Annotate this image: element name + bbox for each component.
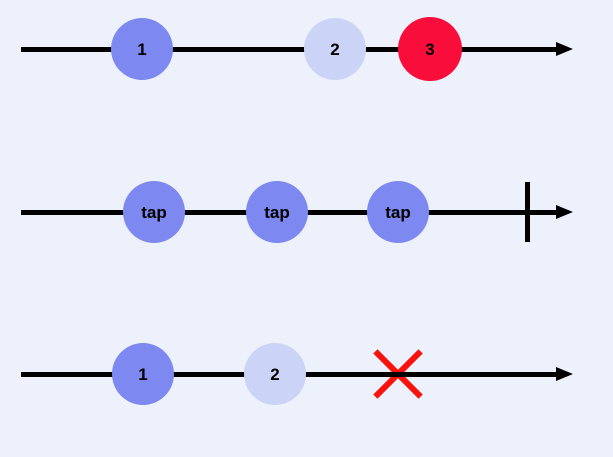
marble-event: 3 xyxy=(398,17,462,81)
marble-label: tap xyxy=(385,202,411,222)
arrowhead-icon xyxy=(556,367,573,381)
marble-label: 1 xyxy=(137,39,147,59)
marble-label: 1 xyxy=(138,364,148,384)
marble-label: tap xyxy=(264,202,290,222)
marble-label: 2 xyxy=(330,39,340,59)
marble-event: 2 xyxy=(304,18,366,80)
marble-event: 1 xyxy=(111,18,173,80)
marble-label: 3 xyxy=(425,39,435,59)
marble-label: 2 xyxy=(270,364,280,384)
marble-event: 1 xyxy=(112,343,174,405)
marble-event: tap xyxy=(367,181,429,243)
arrowhead-icon xyxy=(556,42,573,56)
timeline-axis xyxy=(21,47,560,52)
marble-event: tap xyxy=(246,181,308,243)
marble-label: tap xyxy=(141,202,167,222)
marble-event: tap xyxy=(123,181,185,243)
arrowhead-icon xyxy=(556,205,573,219)
marble-event: 2 xyxy=(244,343,306,405)
complete-marker xyxy=(525,182,530,242)
